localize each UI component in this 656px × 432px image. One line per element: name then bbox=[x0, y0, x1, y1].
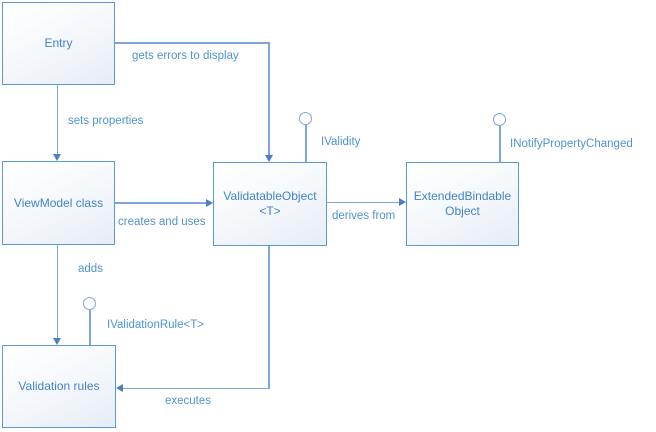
interface-label-ivalidationrule: IValidationRule<T> bbox=[107, 319, 204, 331]
connector-gets-errors-vertical bbox=[268, 42, 270, 156]
edge-label-sets-properties: sets properties bbox=[68, 115, 144, 127]
interface-label-ivalidity: IValidity bbox=[321, 136, 361, 148]
node-extended-bindable-object-label-line1: ExtendedBindable bbox=[413, 189, 512, 203]
ivalidationrule-lollipop-stick bbox=[89, 310, 91, 345]
node-entry-label: Entry bbox=[44, 36, 73, 50]
node-viewmodel-class-label: ViewModel class bbox=[13, 195, 104, 210]
node-validatable-object-label-line2: <T> bbox=[259, 204, 281, 218]
edge-label-gets-errors: gets errors to display bbox=[132, 50, 239, 62]
edge-label-creates-and-uses: creates and uses bbox=[118, 216, 206, 228]
node-validatable-object: ValidatableObject <T> bbox=[213, 162, 327, 246]
node-extended-bindable-object-label-line2: Object bbox=[445, 204, 480, 218]
connector-creates-and-uses bbox=[115, 202, 206, 204]
connector-sets-properties bbox=[56, 85, 58, 155]
inotifypropertychanged-lollipop-icon bbox=[493, 113, 506, 126]
arrowhead-down-icon bbox=[52, 154, 61, 161]
connector-executes-vertical bbox=[268, 246, 270, 389]
arrowhead-left-icon bbox=[116, 383, 123, 392]
ivalidity-lollipop-icon bbox=[299, 112, 312, 125]
arrowhead-right-icon bbox=[399, 197, 406, 206]
ivalidity-lollipop-stick bbox=[305, 125, 307, 162]
edge-label-executes: executes bbox=[165, 395, 212, 407]
connector-adds bbox=[56, 245, 58, 338]
arrowhead-down-icon bbox=[52, 338, 61, 345]
inotifypropertychanged-lollipop-stick bbox=[499, 126, 501, 162]
connector-gets-errors-horizontal bbox=[115, 42, 270, 44]
arrowhead-down-icon bbox=[264, 155, 273, 162]
node-entry: Entry bbox=[2, 2, 115, 85]
interface-label-inotifypropertychanged: INotifyPropertyChanged bbox=[510, 138, 633, 150]
connector-derives-from bbox=[327, 201, 399, 203]
node-validation-rules: Validation rules bbox=[2, 345, 116, 428]
connector-executes-horizontal bbox=[122, 387, 269, 389]
node-viewmodel-class: ViewModel class bbox=[2, 161, 115, 245]
node-extended-bindable-object: ExtendedBindable Object bbox=[406, 162, 519, 246]
arrowhead-right-icon bbox=[206, 198, 213, 207]
node-validatable-object-label-line1: ValidatableObject bbox=[223, 189, 317, 203]
edge-label-derives-from: derives from bbox=[332, 210, 396, 222]
node-validation-rules-label: Validation rules bbox=[18, 379, 100, 393]
ivalidationrule-lollipop-icon bbox=[83, 297, 96, 310]
edge-label-adds: adds bbox=[78, 263, 103, 275]
